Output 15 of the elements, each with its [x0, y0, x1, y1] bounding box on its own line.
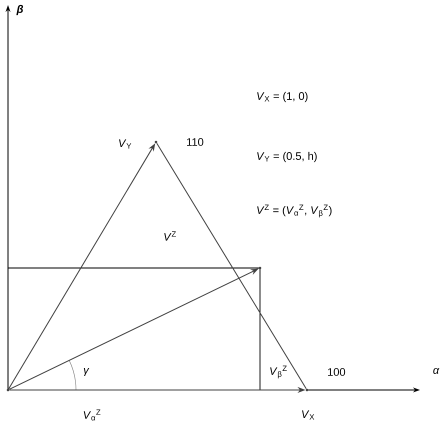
vertex-point — [258, 266, 262, 270]
equation: V$_{Y}$ = (0.5, h) — [257, 152, 317, 162]
equation: V$_{X}$ = (1, 0) — [257, 92, 308, 102]
vector-label: V$^{Z}$ — [164, 231, 176, 241]
axis-label: α — [433, 368, 440, 374]
angle-label: γ — [84, 368, 90, 376]
vertex-label: 110 — [187, 138, 204, 146]
equation: V$^{Z}$ = (V$_{α}$$^{Z}$, V$_{β}$$^{Z}$) — [257, 204, 332, 218]
vertex-label: V$_{Y}$ — [119, 139, 132, 149]
vertex-label: V$_{X}$ — [302, 410, 314, 420]
axis-label: β — [16, 4, 24, 16]
vertex-point — [6, 388, 10, 392]
vertex-label: 100 — [328, 368, 346, 376]
vertex-point — [154, 140, 158, 144]
vertex-point — [306, 388, 308, 392]
